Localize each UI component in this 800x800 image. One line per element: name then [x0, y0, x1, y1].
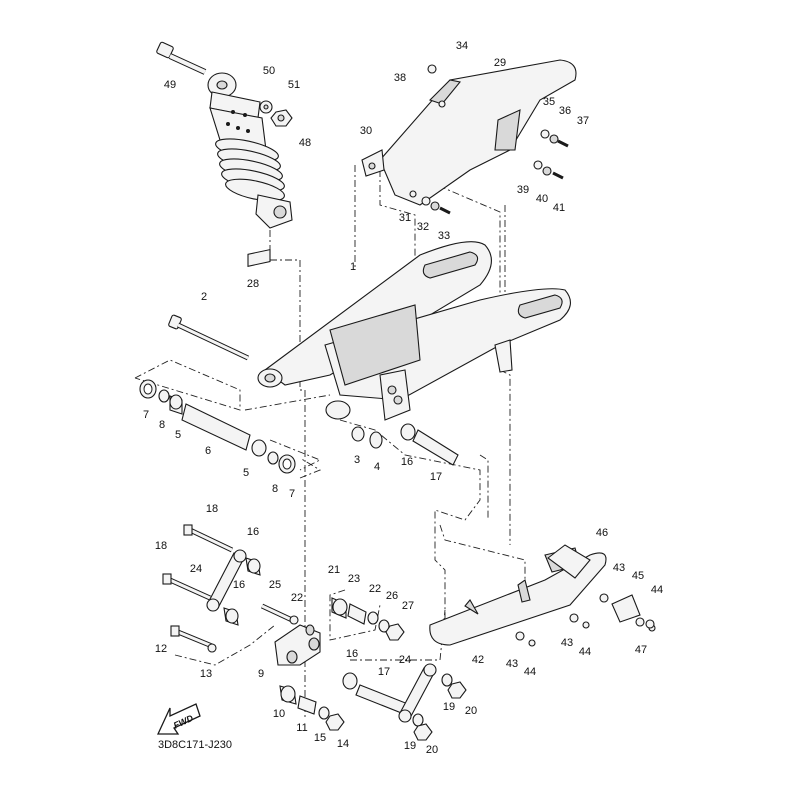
callout-8: 8: [159, 419, 165, 431]
callout-2: 2: [201, 291, 207, 303]
callout-19: 19: [404, 740, 416, 752]
callout-46: 46: [596, 527, 608, 539]
callout-16: 16: [346, 648, 358, 660]
callout-31: 31: [399, 212, 411, 224]
shock-upper-bolt: [156, 41, 207, 75]
callout-16: 16: [401, 456, 413, 468]
callout-15: 15: [314, 732, 326, 744]
callout-24: 24: [190, 563, 202, 575]
callout-38: 38: [394, 72, 406, 84]
callout-44: 44: [524, 666, 536, 678]
callout-5: 5: [243, 467, 249, 479]
callout-22: 22: [291, 592, 303, 604]
rear-shock-absorber: [156, 41, 293, 229]
callout-44: 44: [579, 646, 591, 658]
callout-36: 36: [559, 105, 571, 117]
callout-7: 7: [143, 409, 149, 421]
callout-47: 47: [635, 644, 647, 656]
callout-51: 51: [288, 79, 300, 91]
callout-40: 40: [536, 193, 548, 205]
callout-28: 28: [247, 278, 259, 290]
callout-19: 19: [443, 701, 455, 713]
pivot-shaft: [168, 314, 250, 361]
callout-33: 33: [438, 230, 450, 242]
callout-5: 5: [175, 429, 181, 441]
callout-45: 45: [632, 570, 644, 582]
callout-3: 3: [354, 454, 360, 466]
callout-24: 24: [399, 654, 411, 666]
callout-22: 22: [369, 583, 381, 595]
callout-numbers: 1234556778891011121314151616161617171818…: [143, 40, 663, 756]
callout-37: 37: [577, 115, 589, 127]
callout-8: 8: [272, 483, 278, 495]
chain-case-fasteners: [421, 129, 569, 215]
callout-17: 17: [430, 471, 442, 483]
callout-11: 11: [296, 722, 307, 734]
callout-34: 34: [456, 40, 468, 52]
callout-9: 9: [258, 668, 264, 680]
callout-12: 12: [155, 643, 167, 655]
callout-49: 49: [164, 79, 176, 91]
callout-25: 25: [269, 579, 281, 591]
callout-16: 16: [233, 579, 245, 591]
callout-20: 20: [426, 744, 438, 756]
callout-27: 27: [402, 600, 414, 612]
chain-case-upper: [361, 59, 577, 215]
callout-4: 4: [374, 461, 380, 473]
callout-41: 41: [553, 202, 565, 214]
callout-18: 18: [155, 540, 167, 552]
callout-35: 35: [543, 96, 555, 108]
callout-50: 50: [263, 65, 275, 77]
chain-case-lower: [429, 544, 656, 647]
callout-43: 43: [613, 562, 625, 574]
callout-18: 18: [206, 503, 218, 515]
callout-43: 43: [506, 658, 518, 670]
callout-17: 17: [378, 666, 390, 678]
callout-1: 1: [350, 261, 356, 273]
shock-spring: [215, 138, 285, 202]
callout-29: 29: [494, 57, 506, 69]
callout-7: 7: [289, 488, 295, 500]
callout-14: 14: [337, 738, 349, 750]
callout-42: 42: [472, 654, 484, 666]
callout-48: 48: [299, 137, 311, 149]
callout-39: 39: [517, 184, 529, 196]
callout-20: 20: [465, 705, 477, 717]
swingarm: [257, 241, 571, 421]
callout-23: 23: [348, 573, 360, 585]
callout-32: 32: [417, 221, 429, 233]
callout-30: 30: [360, 125, 372, 137]
callout-6: 6: [205, 445, 211, 457]
callout-13: 13: [200, 668, 212, 680]
diagram-code: 3D8C171-J230: [158, 739, 232, 751]
callout-26: 26: [386, 590, 398, 602]
pivot-bushings: [139, 379, 459, 474]
callout-21: 21: [328, 564, 340, 576]
callout-44: 44: [651, 584, 663, 596]
forward-arrow-icon: FWD: [156, 703, 201, 735]
callout-10: 10: [273, 708, 285, 720]
callout-16: 16: [247, 526, 259, 538]
callout-43: 43: [561, 637, 573, 649]
relay-linkage: [162, 524, 467, 741]
